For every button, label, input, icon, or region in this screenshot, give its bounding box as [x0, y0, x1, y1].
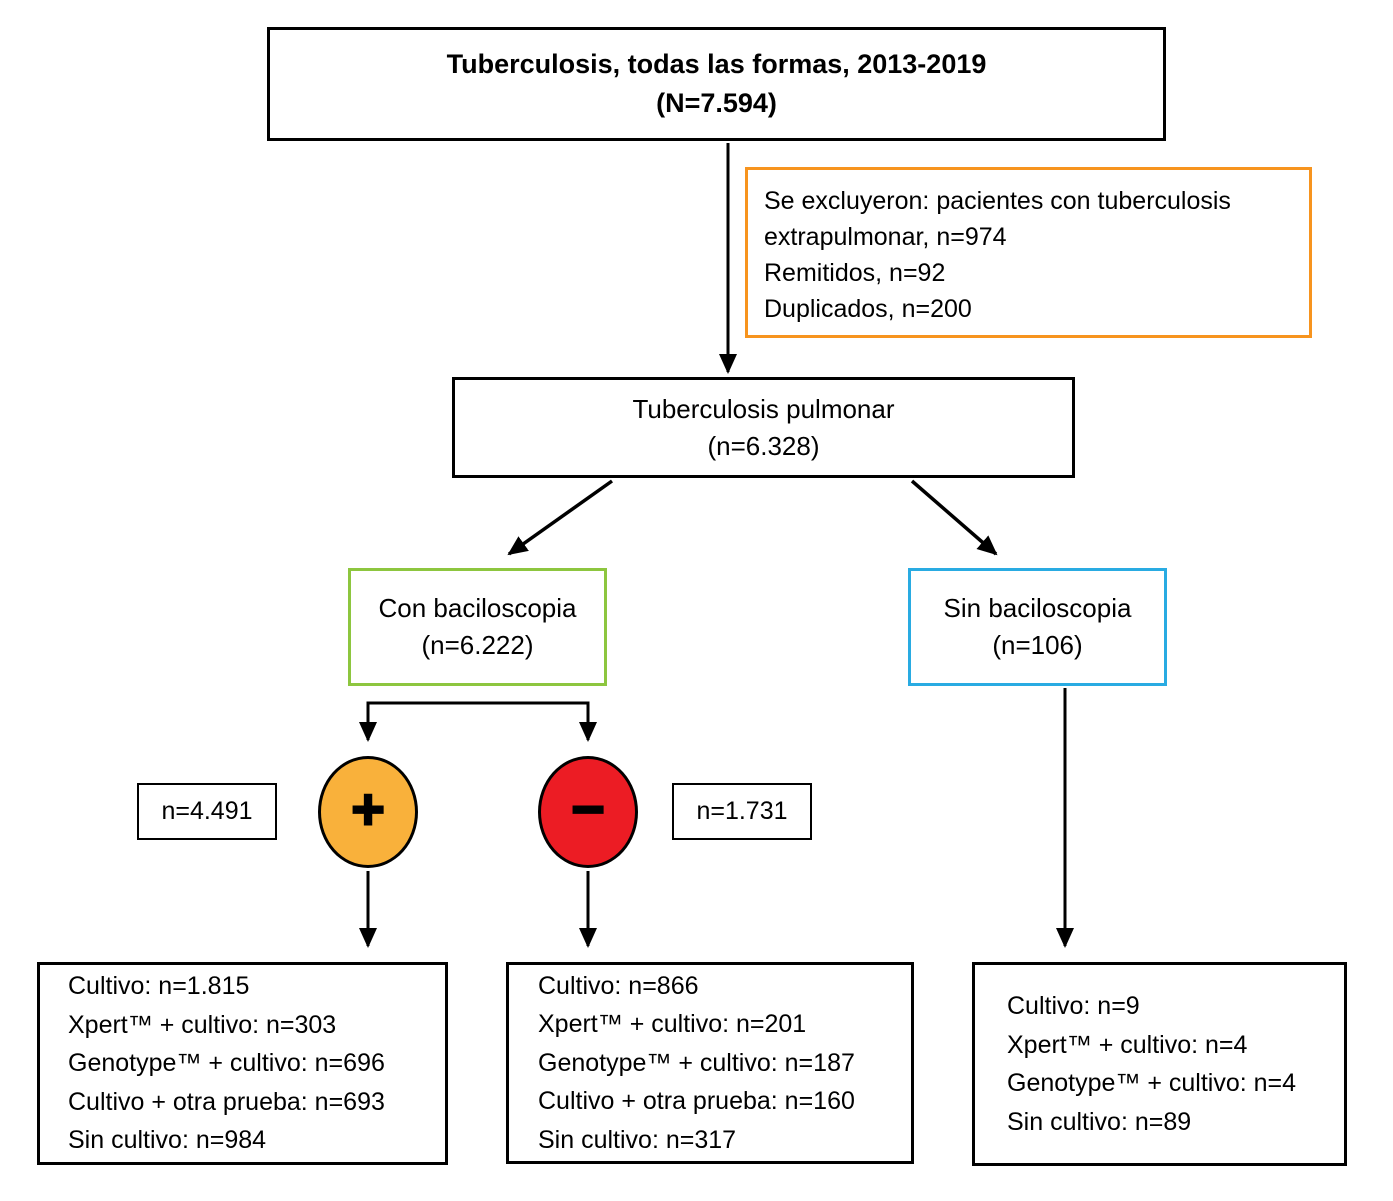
negative-n-value: n=1.731	[696, 797, 788, 825]
detail-line: Genotype™ + cultivo: n=4	[1007, 1069, 1297, 1097]
with-smear-title: Con baciloscopia	[378, 593, 577, 623]
detail-line: Genotype™ + cultivo: n=187	[538, 1048, 855, 1077]
smear-positive-circle: +	[318, 756, 418, 868]
exclusion-line-3: Duplicados, n=200	[764, 295, 972, 323]
detail-line: Cultivo + otra prueba: n=160	[538, 1087, 855, 1116]
pulmonary-title: Tuberculosis pulmonar	[632, 393, 895, 424]
detail-line: Cultivo: n=866	[538, 971, 699, 1000]
minus-icon: −	[570, 777, 606, 842]
without-smear-n-count: (n=106)	[992, 630, 1083, 660]
plus-icon: +	[350, 777, 386, 842]
detail-line: Sin cultivo: n=89	[1007, 1107, 1192, 1136]
negative-n-label: n=1.731	[672, 783, 812, 840]
detail-line: Cultivo: n=9	[1007, 992, 1140, 1020]
detail-line: Xpert™ + cultivo: n=303	[68, 1010, 337, 1039]
exclusion-line-1: Se excluyeron: pacientes con tuberculosi…	[764, 187, 1231, 251]
detail-line: Sin cultivo: n=317	[538, 1125, 737, 1154]
exclusions-node: Se excluyeron: pacientes con tuberculosi…	[745, 167, 1312, 338]
with-smear-n-count: (n=6.222)	[421, 630, 534, 660]
pulmonary-n-count: (n=6.328)	[707, 430, 820, 461]
detail-line: Genotype™ + cultivo: n=696	[68, 1049, 385, 1078]
positive-n-label: n=4.491	[137, 783, 277, 840]
with-smear-node: Con baciloscopia (n=6.222)	[348, 568, 607, 686]
smear-negative-circle: −	[538, 756, 638, 868]
positive-n-value: n=4.491	[161, 797, 253, 825]
negative-detail-node: Cultivo: n=866 Xpert™ + cultivo: n=201 G…	[506, 962, 914, 1164]
pulmonary-tb-node: Tuberculosis pulmonar (n=6.328)	[452, 377, 1075, 478]
detail-line: Xpert™ + cultivo: n=4	[1007, 1030, 1248, 1059]
detail-line: Cultivo: n=1.815	[68, 972, 250, 1001]
without-smear-detail-node: Cultivo: n=9 Xpert™ + cultivo: n=4 Genot…	[972, 962, 1347, 1166]
positive-detail-node: Cultivo: n=1.815 Xpert™ + cultivo: n=303…	[37, 962, 448, 1165]
root-node: Tuberculosis, todas las formas, 2013-201…	[267, 27, 1166, 141]
without-smear-title: Sin baciloscopia	[943, 593, 1132, 623]
exclusion-line-2: Remitidos, n=92	[764, 259, 946, 287]
root-n-count: (N=7.594)	[656, 88, 777, 118]
detail-line: Xpert™ + cultivo: n=201	[538, 1010, 807, 1039]
root-title: Tuberculosis, todas las formas, 2013-201…	[446, 49, 987, 79]
without-smear-node: Sin baciloscopia (n=106)	[908, 568, 1167, 686]
detail-line: Cultivo + otra prueba: n=693	[68, 1087, 385, 1116]
detail-line: Sin cultivo: n=984	[68, 1126, 267, 1155]
